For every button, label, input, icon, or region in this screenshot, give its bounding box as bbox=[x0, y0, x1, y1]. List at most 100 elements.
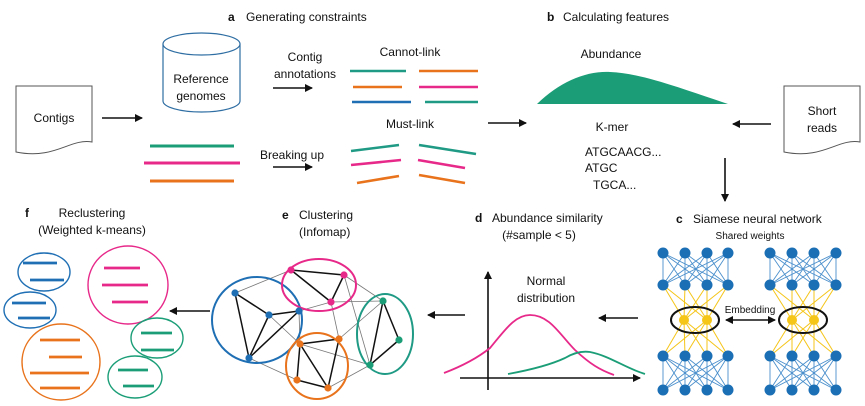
graph-edge-strong bbox=[248, 310, 300, 359]
nn-connection bbox=[813, 319, 837, 357]
graph-node bbox=[231, 289, 239, 297]
nn-node bbox=[764, 384, 776, 396]
network-left bbox=[657, 247, 734, 396]
nn-connection bbox=[791, 319, 837, 357]
panel-b-letter: b bbox=[547, 10, 554, 24]
graph-edge-strong bbox=[234, 292, 250, 359]
nn-connection bbox=[769, 355, 815, 391]
nn-connection bbox=[769, 252, 815, 286]
nn-connection bbox=[683, 284, 686, 321]
contig-annotations-label-2: annotations bbox=[274, 67, 336, 81]
nn-connection bbox=[706, 252, 729, 286]
normal-label-2: distribution bbox=[517, 291, 575, 305]
graph-edge-strong bbox=[248, 314, 270, 359]
nn-node bbox=[830, 384, 842, 396]
nn-connection bbox=[813, 252, 837, 286]
nn-node bbox=[722, 279, 734, 291]
abundance-label: Abundance bbox=[581, 47, 642, 61]
nn-node bbox=[830, 350, 842, 362]
graph-edge-weak bbox=[330, 300, 384, 303]
graph-node bbox=[395, 336, 403, 344]
recluster-ellipse bbox=[17, 252, 71, 292]
graph-edge-weak bbox=[338, 300, 384, 340]
short-reads-label-1: Short bbox=[808, 104, 837, 118]
nn-node bbox=[679, 279, 691, 291]
panel-a-letter: a bbox=[228, 10, 235, 24]
nn-connection bbox=[769, 355, 793, 391]
graph-node bbox=[245, 354, 253, 362]
normal-label-1: Normal bbox=[527, 274, 566, 288]
nn-node bbox=[722, 384, 734, 396]
short-reads-label-2: reads bbox=[807, 121, 837, 135]
nn-connection bbox=[769, 284, 793, 321]
nn-node bbox=[722, 247, 734, 259]
nn-node bbox=[808, 279, 820, 291]
graph-node bbox=[296, 340, 304, 348]
cluster-orange bbox=[285, 332, 349, 400]
nn-connection bbox=[813, 284, 837, 321]
nn-connection bbox=[791, 355, 837, 391]
nn-connection bbox=[683, 284, 708, 321]
short-reads-document: Short reads bbox=[783, 85, 861, 155]
panel-f-subtitle: (Weighted k-means) bbox=[38, 223, 146, 237]
graph-edge-strong bbox=[290, 269, 345, 276]
shared-weights-label: Shared weights bbox=[716, 231, 785, 242]
nn-connection bbox=[791, 284, 837, 321]
nn-node bbox=[701, 350, 713, 362]
recluster-ellipse bbox=[87, 245, 169, 325]
nn-connection bbox=[683, 319, 686, 357]
contig-annotations-label-1: Contig bbox=[288, 50, 323, 64]
nn-connection bbox=[706, 284, 729, 321]
graph-edge-weak bbox=[343, 274, 384, 302]
panel-a: a Generating constraints Contigs Referen… bbox=[15, 10, 527, 185]
nn-connection bbox=[683, 319, 708, 357]
contigs-document: Contigs bbox=[15, 85, 93, 155]
nn-node bbox=[808, 384, 820, 396]
nn-connection bbox=[662, 252, 729, 286]
nn-connection bbox=[706, 355, 729, 391]
nn-connection bbox=[662, 252, 708, 286]
nn-node bbox=[722, 350, 734, 362]
panel-a-title: Generating constraints bbox=[246, 10, 367, 24]
graph-edge-weak bbox=[234, 269, 292, 294]
green-distribution-curve bbox=[507, 350, 646, 375]
panel-e-title: Clustering bbox=[299, 208, 353, 222]
nn-node bbox=[764, 279, 776, 291]
graph-node bbox=[265, 311, 273, 319]
graph-node bbox=[293, 376, 301, 384]
nn-connection bbox=[769, 252, 837, 286]
nn-connection bbox=[683, 284, 729, 321]
nn-node bbox=[830, 279, 842, 291]
nn-connection bbox=[683, 319, 729, 357]
nn-node bbox=[830, 247, 842, 259]
panel-e: e Clustering (Infomap) bbox=[211, 208, 414, 400]
cluster-blue bbox=[211, 276, 303, 364]
graph-node bbox=[340, 271, 348, 279]
nn-connection bbox=[791, 319, 815, 357]
nn-node bbox=[808, 247, 820, 259]
nn-node bbox=[657, 384, 669, 396]
nn-node bbox=[657, 247, 669, 259]
nn-node bbox=[808, 350, 820, 362]
nn-node bbox=[679, 384, 691, 396]
cluster-graph bbox=[211, 258, 414, 400]
reference-genomes-database: Reference genomes bbox=[162, 32, 241, 113]
nn-node bbox=[786, 247, 798, 259]
panel-b: b Calculating features Abundance K-mer A… bbox=[537, 10, 861, 202]
graph-node bbox=[295, 307, 303, 315]
nn-connection bbox=[769, 319, 793, 357]
nn-node bbox=[701, 384, 713, 396]
embedding-node bbox=[809, 315, 819, 325]
nn-node bbox=[701, 247, 713, 259]
nn-connection bbox=[706, 319, 729, 357]
graph-edge-strong bbox=[296, 343, 301, 381]
reference-label-1: Reference bbox=[173, 72, 229, 86]
graph-edge-strong bbox=[299, 338, 340, 345]
graph-node bbox=[327, 298, 335, 306]
cluster-pink bbox=[281, 258, 357, 312]
panel-f: f Reclustering (Weighted k-means) bbox=[3, 206, 184, 401]
panel-c-title: Siamese neural network bbox=[693, 212, 823, 226]
graph-node bbox=[366, 361, 374, 369]
contig-lines bbox=[144, 144, 240, 183]
